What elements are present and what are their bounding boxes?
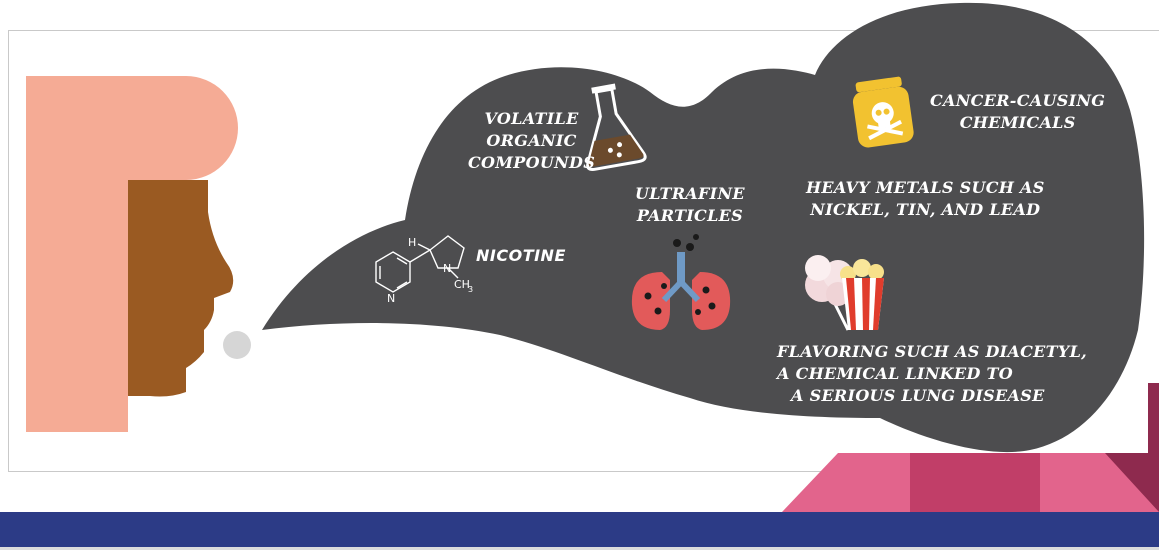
label-ultrafine: ULTRAFINE PARTICLES	[635, 183, 745, 227]
label-cancer-line-1: CANCER-CAUSING	[930, 91, 1106, 110]
pink-band-decoration	[782, 383, 1159, 512]
label-flavoring-line-2: A CHEMICAL LINKED TO	[777, 364, 1013, 383]
label-ultrafine-line-2: PARTICLES	[636, 206, 743, 225]
label-nicotine: NICOTINE	[476, 246, 566, 265]
lungs-icon	[631, 234, 731, 330]
poison-jar-icon	[852, 76, 914, 148]
content-frame	[8, 30, 1159, 472]
hydrogen-label: H	[408, 236, 416, 249]
molecule-labels: H N N CH 3	[387, 236, 473, 305]
label-flavoring-line-1: FLAVORING SUCH AS DIACETYL,	[777, 342, 1087, 361]
label-voc-line-2: ORGANIC	[486, 131, 577, 150]
label-cancer-line-2: CHEMICALS	[959, 113, 1076, 132]
bottom-band-edge	[0, 547, 1159, 550]
label-flavoring: FLAVORING SUCH AS DIACETYL, A CHEMICAL L…	[777, 341, 1087, 407]
pyridine-n-label: N	[387, 292, 395, 305]
label-metals-line-2: NICKEL, TIN, AND LEAD	[810, 200, 1041, 219]
label-voc-line-3: COMPOUNDS	[468, 153, 596, 172]
label-cancer: CANCER-CAUSING CHEMICALS	[930, 90, 1105, 134]
methyl-subscript: 3	[468, 285, 473, 294]
label-metals-line-1: HEAVY METALS SUCH AS	[806, 178, 1045, 197]
label-voc-line-1: VOLATILE	[484, 109, 579, 128]
popcorn-icon	[840, 259, 884, 330]
flask-icon	[586, 83, 647, 171]
molecule-icon	[375, 235, 465, 293]
label-ultrafine-line-1: ULTRAFINE	[635, 184, 745, 203]
methyl-label: CH	[454, 278, 470, 291]
vapor-cloud	[262, 2, 1145, 453]
exhale-puff	[223, 331, 251, 359]
amine-n-label: N	[443, 262, 451, 275]
label-voc: VOLATILE ORGANIC COMPOUNDS	[468, 108, 595, 174]
label-flavoring-line-3: A SERIOUS LUNG DISEASE	[791, 386, 1045, 405]
bottom-band	[0, 512, 1159, 550]
head-silhouette	[26, 76, 238, 432]
label-metals: HEAVY METALS SUCH AS NICKEL, TIN, AND LE…	[806, 177, 1045, 221]
